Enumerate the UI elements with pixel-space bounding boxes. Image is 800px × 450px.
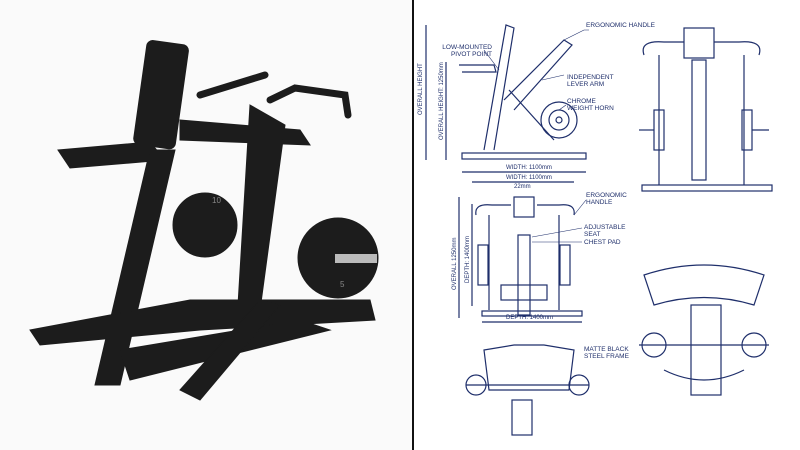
chrome-weight-horn [335,254,377,263]
rear-view [639,27,773,192]
dim-overall-height: OVERALL HEIGHT [418,63,424,115]
blueprint-drawings [425,24,773,436]
product-photo: 10 5 [29,40,379,401]
dim-width: WIDTH: 1100mm [506,175,552,181]
dim-top: 22mm [514,184,531,190]
ergonomic-handle [266,84,352,119]
blueprint-sheet: ERGONOMIC HANDLE LOW-MOUNTED PIVOT POINT… [414,0,800,450]
label-lever-arm: INDEPENDENT LEVER ARM [567,74,614,88]
label-front-handle: ERGONOMIC HANDLE [586,192,627,206]
label-weight-horn: CHROME WEIGHT HORN [567,98,614,112]
divider [412,0,414,450]
front-view [458,196,583,323]
dim-depth-vertical: DEPTH: 1400mm [465,235,471,283]
plate-mark: 10 [212,196,221,205]
label-chest-pad: CHEST PAD [584,239,621,246]
weight-plate-back [172,192,238,258]
dim-overall-height-mm: OVERALL HEIGHT: 1250mm [439,62,445,140]
label-steel-frame: MATTE BLACK STEEL FRAME [584,346,629,360]
base-frame [29,299,376,346]
label-ergonomic-handle: ERGONOMIC HANDLE [586,22,655,29]
dim-depth: DEPTH: 1400mm [506,315,554,321]
label-pivot-point: LOW-MOUNTED PIVOT POINT [442,44,492,58]
top-view [465,264,769,436]
label-adjustable-seat: ADJUSTABLE SEAT [584,224,626,238]
dim-width: WIDTH: 1100mm [506,165,552,171]
machine-photo: 10 5 [29,40,379,401]
plate-mark: 5 [340,280,345,289]
dim-overall: OVERALL 1250mm [452,237,458,290]
